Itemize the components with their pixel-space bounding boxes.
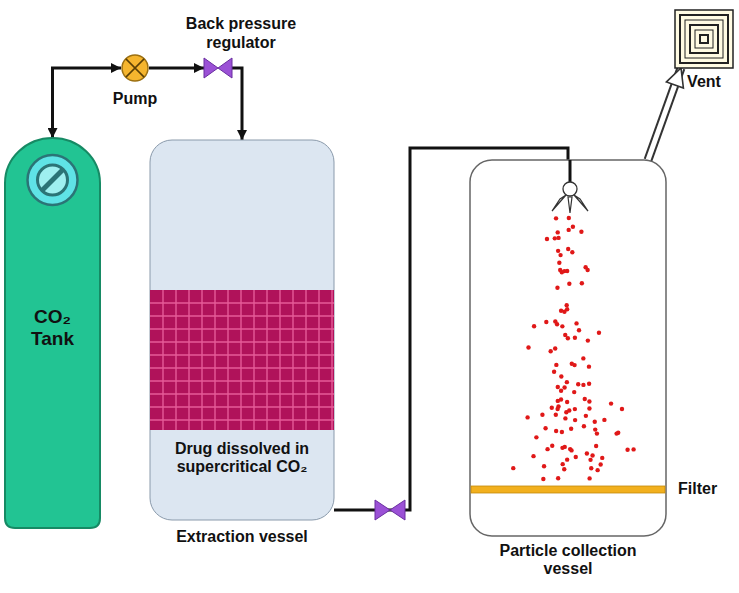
pump-symbol: Pump — [121, 54, 149, 82]
gas-tank: CO₂ Tank — [5, 138, 100, 528]
pump-cross — [126, 59, 144, 77]
flow-pipe — [53, 68, 122, 138]
collection-vessel: Particle collection vessel — [470, 160, 666, 536]
vent-squares — [680, 15, 728, 63]
vent-icon: Vent — [675, 10, 733, 68]
tank-label: CO₂ Tank — [22, 306, 83, 350]
vent-icon-outline — [675, 10, 733, 68]
flow-pipe — [232, 68, 242, 140]
vent-label: Vent — [664, 73, 739, 91]
vessel-label: Particle collection vessel — [493, 542, 643, 579]
spray-nozzle — [552, 182, 588, 213]
vessel-body — [470, 160, 666, 536]
valve-half — [218, 58, 232, 78]
vessel-body — [150, 140, 334, 520]
pressure-regulator-outline — [204, 58, 232, 78]
pump-label: Pump — [95, 90, 175, 108]
flow-pipe — [149, 67, 204, 70]
vessel-label: Extraction vessel — [130, 528, 354, 546]
vessel-content-label: Drug dissolved in supercritical CO₂ — [160, 440, 324, 477]
valve-half — [204, 58, 218, 78]
pump-symbol-outline — [121, 54, 149, 82]
regulator-label: Back pressure regulator — [176, 15, 306, 52]
drug-particles — [511, 216, 636, 481]
vent-box — [675, 10, 733, 68]
outlet-valve — [375, 500, 405, 520]
collection-vessel-outline — [470, 160, 666, 536]
extraction-vessel: Drug dissolved in supercritical CO₂Extra… — [150, 140, 334, 520]
tank-body — [5, 138, 100, 528]
tank-valve-symbol — [28, 155, 78, 205]
filter-label: Filter — [678, 480, 717, 498]
vent-arrow — [648, 68, 681, 160]
drug-bed-grid — [150, 290, 334, 430]
inlet-pipe — [569, 160, 572, 182]
filter-bar — [471, 486, 665, 493]
pump-circle — [122, 55, 148, 81]
pressure-regulator: Back pressure regulator — [204, 58, 232, 78]
hollow-arrow-outline — [648, 68, 681, 160]
